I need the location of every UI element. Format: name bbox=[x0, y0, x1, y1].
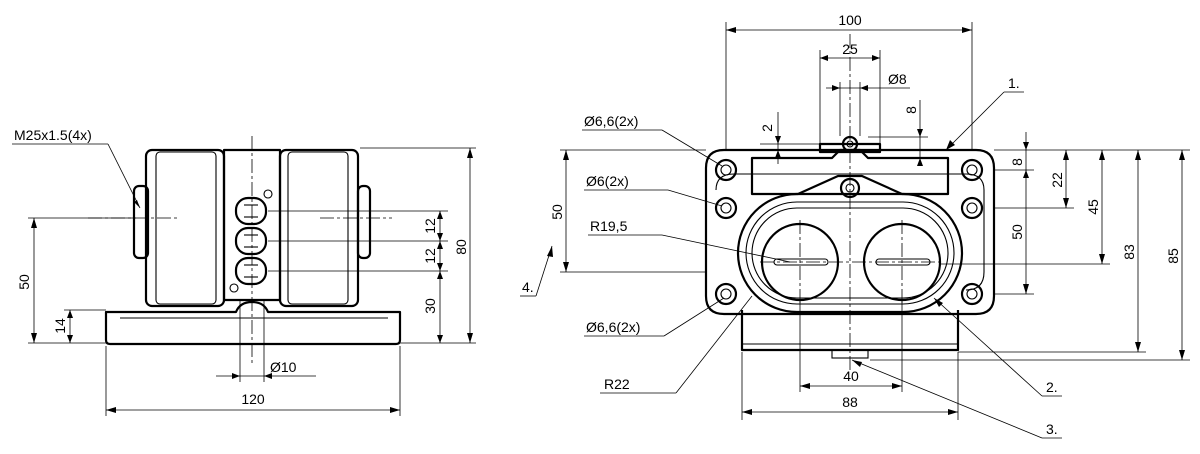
side-hole-bottom bbox=[234, 256, 268, 286]
front-dim-radius-outer: R22 bbox=[604, 376, 630, 392]
side-right-housing bbox=[278, 148, 360, 308]
front-dim-hole-bottom: Ø6,6(2x) bbox=[586, 319, 640, 335]
front-dim-radius-inner: R19,5 bbox=[590, 218, 628, 234]
side-dim-pitch-b: 12 bbox=[422, 248, 438, 264]
front-dim-left-pitch: 50 bbox=[549, 204, 565, 220]
side-holes bbox=[234, 196, 268, 286]
front-dim-slot-width: 25 bbox=[842, 41, 858, 57]
front-dim-right-83: 83 bbox=[1121, 244, 1137, 260]
side-left-housing bbox=[144, 148, 226, 308]
front-dim-right-22: 22 bbox=[1049, 172, 1065, 188]
front-view: 100 25 Ø8 8 2 Ø6,6(2x) Ø6(2x) R19,5 bbox=[520, 12, 1190, 439]
side-hole-top bbox=[234, 196, 268, 226]
front-dim-width-top: 100 bbox=[838, 12, 862, 28]
side-left-housing-inner bbox=[155, 151, 217, 305]
front-dim-bottom-88: 88 bbox=[842, 394, 858, 410]
front-dim-right-45: 45 bbox=[1085, 199, 1101, 215]
side-dim-base-thickness: 14 bbox=[52, 318, 68, 334]
side-dim-pitch-a: 12 bbox=[422, 218, 438, 234]
front-dim-gap: 2 bbox=[759, 124, 775, 132]
front-callout-4: 4. bbox=[522, 279, 534, 295]
side-dim-lower-hole: 30 bbox=[422, 298, 438, 314]
side-hole-mid bbox=[234, 226, 268, 256]
front-dim-right-50: 50 bbox=[1009, 224, 1025, 240]
side-view: 80 50 14 12 12 30 Ø10 120 bbox=[12, 127, 476, 416]
side-dim-width: 120 bbox=[241, 391, 265, 407]
front-dim-pin-height: 8 bbox=[903, 106, 919, 114]
front-callout-1: 1. bbox=[1008, 75, 1020, 91]
front-dim-right-8: 8 bbox=[1009, 158, 1025, 166]
front-mounting-holes bbox=[714, 158, 984, 306]
front-dim-right-85: 85 bbox=[1165, 248, 1181, 264]
side-right-boss bbox=[356, 184, 372, 260]
front-callout-3: 3. bbox=[1046, 421, 1058, 437]
front-main-flange bbox=[704, 148, 996, 316]
side-dim-height-total: 80 bbox=[453, 239, 469, 255]
front-dim-bottom-40: 40 bbox=[843, 368, 859, 384]
front-dim-hole-top: Ø6,6(2x) bbox=[584, 113, 638, 129]
side-right-housing-inner bbox=[287, 151, 349, 305]
front-dim-pin-diameter: Ø8 bbox=[888, 71, 907, 87]
side-small-hole-top bbox=[263, 189, 273, 199]
front-callout-2: 2. bbox=[1046, 379, 1058, 395]
side-dim-center-height: 50 bbox=[16, 274, 32, 290]
side-left-boss bbox=[132, 184, 150, 260]
front-dim-hole-mid: Ø6(2x) bbox=[586, 173, 629, 189]
side-base-plate bbox=[104, 300, 402, 346]
side-small-hole-bottom bbox=[229, 283, 239, 293]
side-thread-callout: M25x1.5(4x) bbox=[14, 127, 92, 143]
side-dim-hole-diameter: Ø10 bbox=[270, 359, 297, 375]
